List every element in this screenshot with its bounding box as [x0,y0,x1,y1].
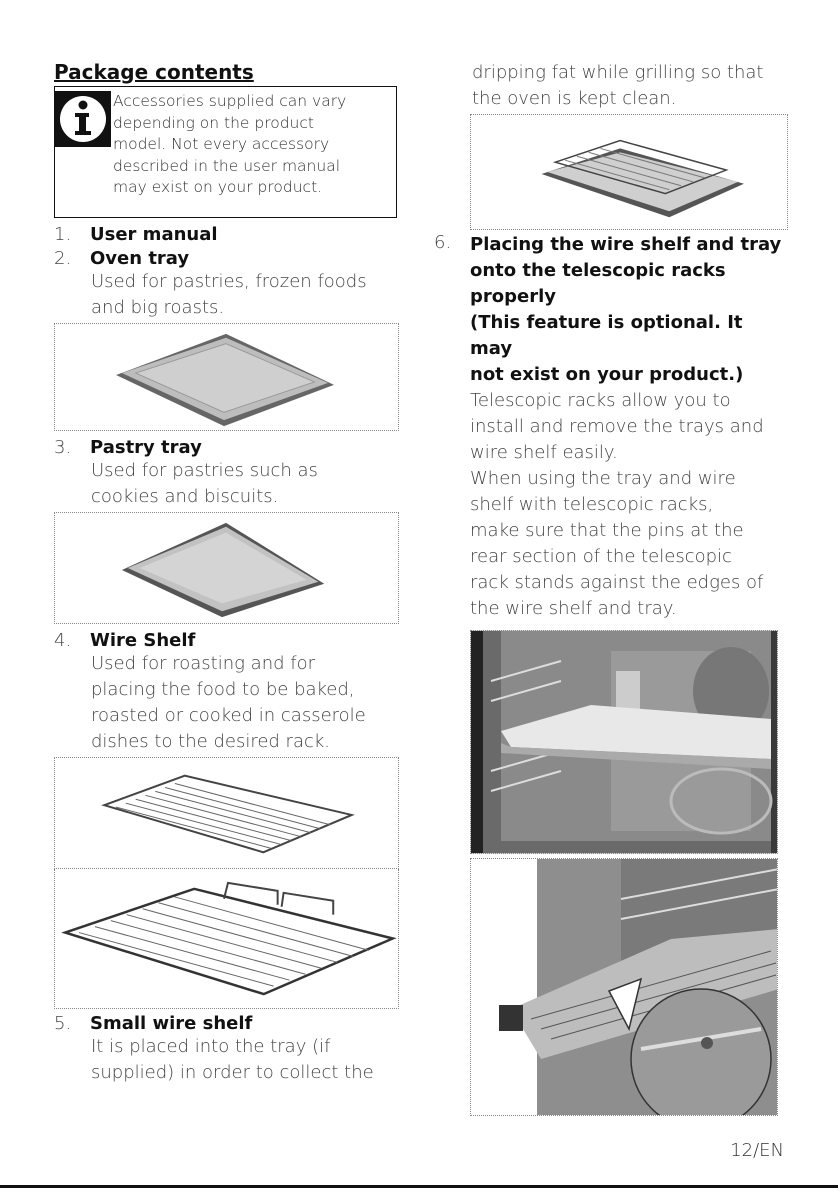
page-number: 12/EN [730,1140,784,1161]
item-title: properly [470,286,557,307]
desc-line: wire shelf easily. [470,442,618,463]
item-description: Used for pastries, frozen foods and big … [54,269,399,321]
item-number: 3. [54,437,72,458]
wire-shelf-figure-2 [54,869,399,1009]
item-telescopic-racks: 6. Placing the wire shelf and tray onto … [434,232,790,388]
desc-line: placing the food to be baked, [91,679,355,700]
item-number: 5. [54,1013,72,1034]
info-line: may exist on your product. [113,178,323,196]
info-line: Accessories supplied can vary [113,92,347,110]
left-column: Package contents Accessories supplied ca… [54,60,399,1086]
item-title: Pastry tray [90,437,202,458]
item-number: 1. [54,224,72,245]
item-title: not exist on your product.) [470,364,744,385]
item-number: 2. [54,248,72,269]
desc-line: and big roasts. [91,297,225,318]
desc-line: Telescopic racks allow you to [470,390,731,411]
text-line: the oven is kept clean. [472,88,677,109]
desc-line: the wire shelf and tray. [470,598,677,619]
info-note-box: Accessories supplied can vary depending … [54,86,397,218]
pastry-tray-image [121,522,325,618]
right-column: dripping fat while grilling so that the … [434,60,790,1116]
item-title: Small wire shelf [90,1013,253,1034]
small-wire-shelf-image [541,139,744,218]
bottom-divider [0,1185,838,1188]
item-title: Placing the wire shelf and tray [470,234,782,255]
wire-shelf-image [101,774,355,854]
desc-line: Used for roasting and for [91,653,315,674]
desc-line: When using the tray and wire [470,468,736,489]
item-title: Oven tray [90,248,190,269]
item-number: 6. [434,232,452,253]
oven-rack-photo [470,630,778,854]
desc-line: dishes to the desired rack. [91,731,331,752]
text-line: dripping fat while grilling so that [472,62,764,83]
desc-line: rear section of the telescopic [470,546,732,567]
item-title-block: Placing the wire shelf and tray onto the… [470,232,790,388]
desc-line: cookies and biscuits. [91,486,279,507]
info-line: depending on the product [113,113,314,132]
item-small-wire-shelf: 5. Small wire shelf [54,1013,399,1034]
info-note-text: Accessories supplied can vary depending … [111,91,346,213]
continuation-text: dripping fat while grilling so that the … [434,60,790,112]
item-description: Used for roasting and for placing the fo… [54,651,399,755]
desc-line: shelf with telescopic racks, [470,494,714,515]
info-line: model. Not every accessory [113,135,330,153]
pastry-tray-figure [54,512,399,624]
desc-line: rack stands against the edges of [470,572,764,593]
item-description: It is placed into the tray (if supplied)… [54,1034,399,1086]
desc-line: supplied) in order to collect the [91,1062,374,1083]
item-title: User manual [90,224,218,245]
item-title: Wire Shelf [90,630,196,651]
oven-tray-figure [54,323,399,431]
wire-shelf-figure-1 [54,757,399,869]
desc-line: roasted or cooked in casserole [91,705,366,726]
telescopic-rack-photo [470,858,778,1116]
page-heading: Package contents [54,60,254,84]
desc-line: install and remove the trays and [470,416,764,437]
desc-line: Used for pastries, frozen foods [91,271,367,292]
info-line: described in the user manual [113,156,340,175]
item-number: 4. [54,630,72,651]
desc-line: It is placed into the tray (if [91,1036,331,1057]
desc-line: make sure that the pins at the [470,520,744,541]
info-icon [55,91,111,147]
item-description: Telescopic racks allow you to install an… [434,388,790,622]
item-title: (This feature is optional. It may [470,312,743,359]
item-title: onto the telescopic racks [470,260,726,281]
item-wire-shelf: 4. Wire Shelf [54,630,399,651]
item-pastry-tray: 3. Pastry tray [54,437,399,458]
oven-interior-image [471,631,777,853]
item-description: Used for pastries such as cookies and bi… [54,458,399,510]
desc-line: Used for pastries such as [91,460,318,481]
telescopic-rack-detail-image [471,859,777,1115]
item-user-manual: 1. User manual [54,224,399,245]
small-wire-shelf-figure [470,114,788,230]
item-oven-tray: 2. Oven tray [54,248,399,269]
oven-tray-image [116,333,334,427]
wire-shelf-image-large [61,881,397,996]
